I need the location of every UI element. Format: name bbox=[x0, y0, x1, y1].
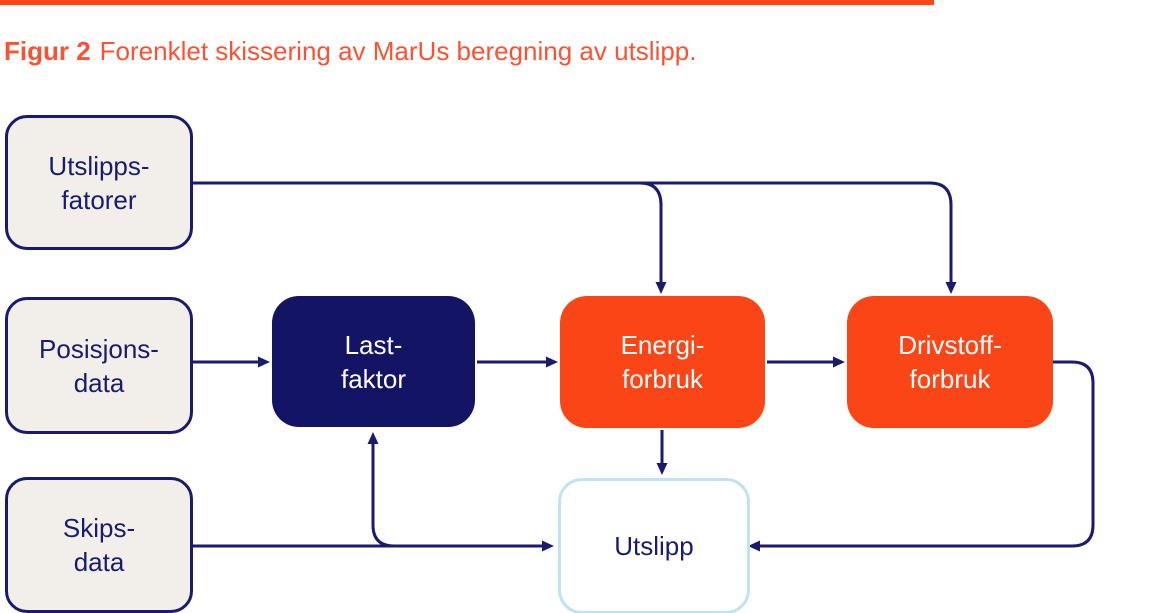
node-energi-forbruk: Energi- forbruk bbox=[560, 296, 765, 428]
node-utslipp-label: Utslipp bbox=[614, 531, 694, 561]
node-utslipps-fatorer-label: Utslipps- fatorer bbox=[48, 150, 150, 215]
node-posisjons-data: Posisjons- data bbox=[5, 297, 193, 434]
node-utslipps-fatorer: Utslipps- fatorer bbox=[5, 115, 193, 250]
node-utslipp: Utslipp bbox=[558, 478, 750, 613]
edge-utslippsfatorer-drivstoffforbruk bbox=[187, 181, 957, 294]
node-last-faktor-label: Last- faktor bbox=[340, 329, 407, 394]
figure-label: Figur 2 bbox=[4, 36, 91, 66]
node-posisjons-data-label: Posisjons- data bbox=[39, 333, 159, 398]
node-drivstoff-forbruk-label: Drivstoff- forbruk bbox=[898, 330, 1002, 394]
node-drivstoff-forbruk: Drivstoff- forbruk bbox=[847, 296, 1053, 428]
top-accent-bar bbox=[0, 0, 934, 5]
figure-title: Figur 2 Forenklet skissering av MarUs be… bbox=[4, 36, 697, 67]
edge-drivstoffforbruk-utslipp bbox=[748, 360, 1095, 552]
edge-skipsdata-lastfaktor bbox=[367, 432, 395, 548]
node-last-faktor: Last- faktor bbox=[272, 296, 475, 427]
edge-utslippsfatorer-energiforbruk bbox=[639, 181, 667, 294]
figure-caption: Forenklet skissering av MarUs beregning … bbox=[99, 36, 697, 66]
node-skips-data-label: Skips- data bbox=[62, 513, 136, 577]
node-energi-forbruk-label: Energi- forbruk bbox=[620, 330, 705, 394]
node-skips-data: Skips- data bbox=[5, 477, 193, 613]
